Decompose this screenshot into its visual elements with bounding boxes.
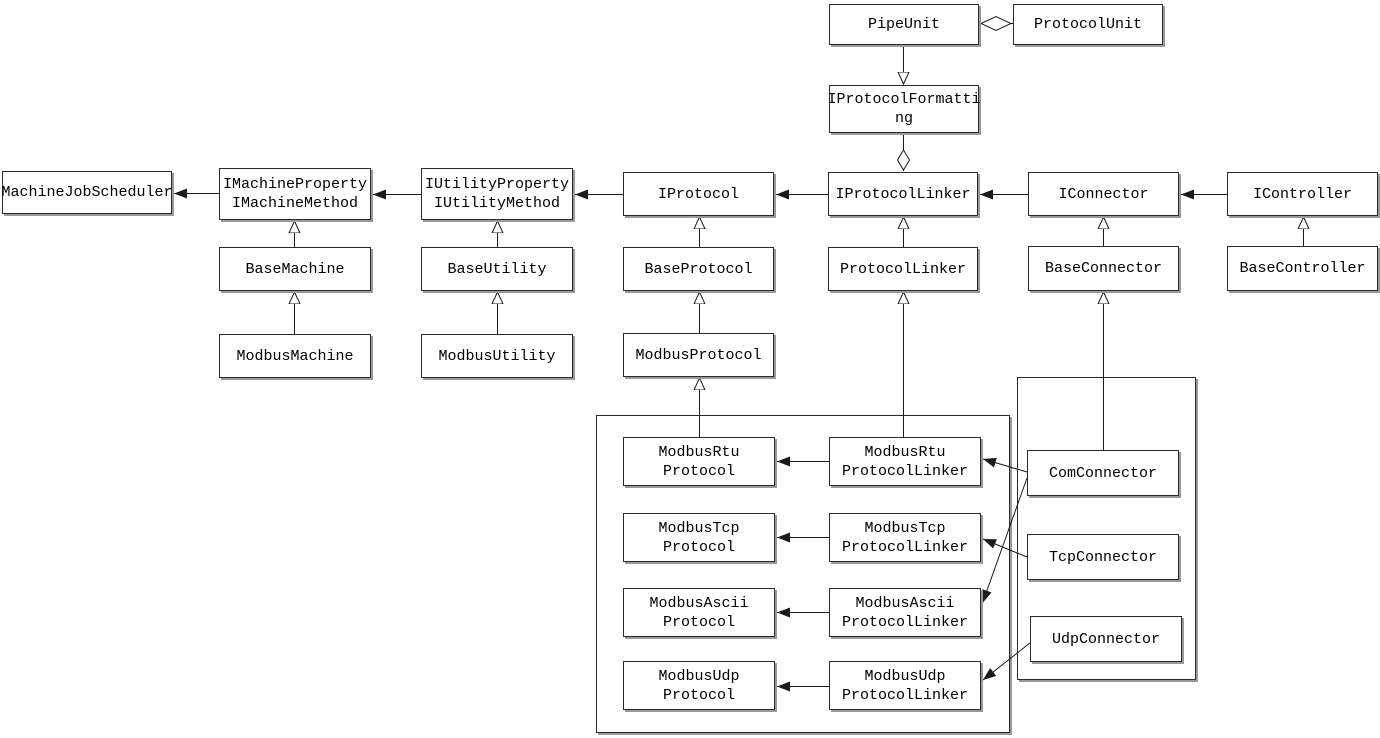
class-box-iprotocol: IProtocol bbox=[623, 172, 774, 216]
class-box-udpconnector: UdpConnector bbox=[1030, 616, 1182, 662]
class-box-iprotocollinker: IProtocolLinker bbox=[828, 172, 978, 216]
class-box-modbusprotocol: ModbusProtocol bbox=[623, 333, 774, 377]
class-box-modbusrtuprotocol: ModbusRtu Protocol bbox=[623, 437, 775, 486]
class-box-modbusudpprotocol: ModbusUdp Protocol bbox=[623, 661, 775, 710]
class-box-basecontroller: BaseController bbox=[1227, 246, 1378, 291]
class-box-iconnector: IConnector bbox=[1028, 172, 1179, 216]
class-box-modbustcpprotocollinker: ModbusTcp ProtocolLinker bbox=[829, 513, 981, 562]
class-box-modbusmachine: ModbusMachine bbox=[219, 334, 371, 378]
edge-assoc-tcpconnector-tcplinker bbox=[982, 538, 1028, 558]
edge-assoc-udpconnector-udplinker bbox=[982, 642, 1031, 681]
class-box-icontroller: IController bbox=[1227, 172, 1378, 216]
class-box-modbusasciiprotocol: ModbusAscii Protocol bbox=[623, 588, 775, 637]
class-box-machinejobscheduler: MachineJobScheduler bbox=[1, 171, 173, 214]
class-box-modbusutility: ModbusUtility bbox=[421, 334, 573, 378]
class-box-protocolunit: ProtocolUnit bbox=[1013, 4, 1163, 45]
class-box-modbustcpprotocol: ModbusTcp Protocol bbox=[623, 513, 775, 562]
class-box-pipeunit: PipeUnit bbox=[829, 4, 979, 45]
class-box-modbusasciiprotocollinker: ModbusAscii ProtocolLinker bbox=[829, 588, 981, 637]
class-box-modbusudpprotocollinker: ModbusUdp ProtocolLinker bbox=[829, 661, 981, 710]
edge-assoc-comconnector-asciilinker bbox=[982, 477, 1028, 604]
class-box-modbusrtuprotocollinker: ModbusRtu ProtocolLinker bbox=[829, 437, 981, 486]
aggregation-diamond-iprotocollinker bbox=[896, 149, 911, 171]
class-box-iutilityproperty-iutilitymethod: IUtilityProperty IUtilityMethod bbox=[421, 168, 573, 220]
class-box-baseconnector: BaseConnector bbox=[1028, 246, 1179, 291]
group-box-connectors bbox=[1017, 377, 1196, 680]
class-box-basemachine: BaseMachine bbox=[219, 247, 371, 291]
class-box-baseutility: BaseUtility bbox=[421, 247, 573, 291]
class-box-imachineproperty-imachinemethod: IMachineProperty IMachineMethod bbox=[219, 168, 371, 220]
class-box-baseprotocol: BaseProtocol bbox=[623, 247, 774, 291]
group-box-modbus-protocols bbox=[596, 415, 1010, 733]
edge-assoc-comconnector-rtulinker bbox=[982, 457, 1028, 473]
class-box-comconnector: ComConnector bbox=[1027, 450, 1179, 496]
class-box-protocollinker: ProtocolLinker bbox=[828, 247, 978, 291]
class-box-iprotocolformatting: IProtocolFormatti ng bbox=[827, 85, 981, 133]
aggregation-diamond-pipeunit bbox=[979, 15, 1013, 32]
class-box-tcpconnector: TcpConnector bbox=[1027, 534, 1179, 580]
